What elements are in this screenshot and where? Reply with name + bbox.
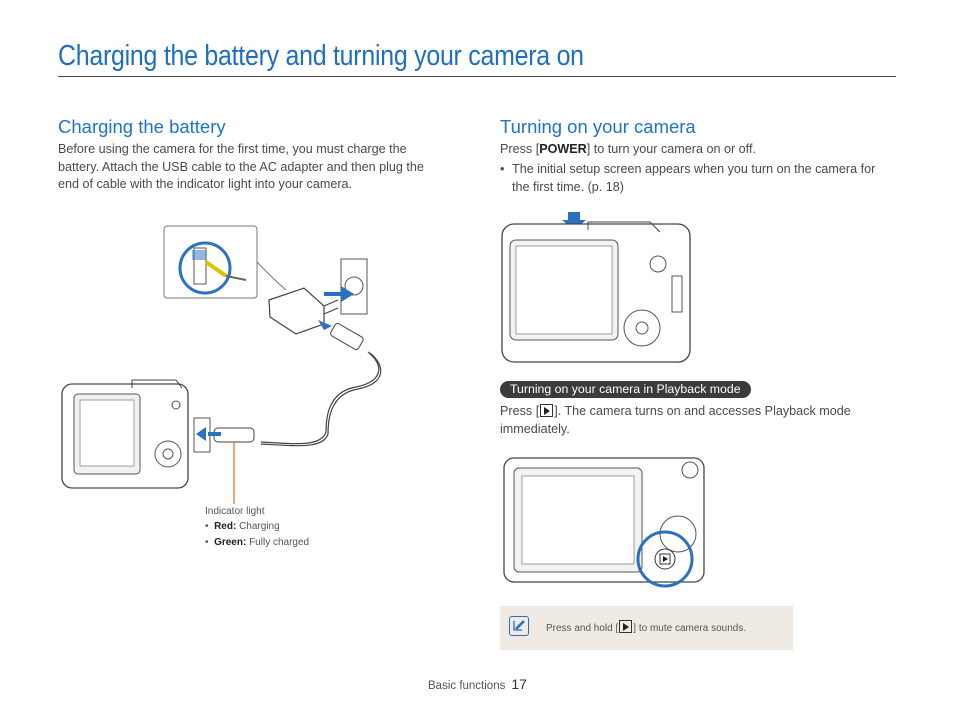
indicator-red-value: Charging xyxy=(239,521,280,532)
note-icon xyxy=(509,616,529,636)
playback-instruction: Press []. The camera turns on and access… xyxy=(500,404,851,436)
charging-heading: Charging the battery xyxy=(58,116,226,137)
indicator-label: Indicator light xyxy=(205,506,265,517)
charging-body: Before using the camera for the first ti… xyxy=(58,142,424,191)
note-text: Press and hold [] to mute camera sounds. xyxy=(546,620,746,634)
power-instruction: Press [POWER] to turn your camera on or … xyxy=(500,142,756,156)
note-playback-key-icon xyxy=(619,620,633,633)
title-divider xyxy=(58,76,896,77)
note-box: Press and hold [] to mute camera sounds. xyxy=(500,606,793,650)
indicator-green: • Green: Fully charged xyxy=(205,537,310,548)
playback-mode-pill: Turning on your camera in Playback mode xyxy=(500,381,751,398)
indicator-green-label: Green: xyxy=(214,537,247,548)
playback-key-icon xyxy=(540,404,554,417)
indicator-red: • Red: Charging xyxy=(205,521,280,532)
footer-section: Basic functions xyxy=(428,680,506,692)
camera-playback-illustration xyxy=(503,457,705,588)
page-number: 17 xyxy=(511,676,527,692)
camera-power-illustration xyxy=(501,212,691,363)
arrow-icon xyxy=(562,212,586,230)
page-title: Charging the battery and turning your ca… xyxy=(58,40,584,72)
turning-on-heading: Turning on your camera xyxy=(500,116,696,137)
indicator-green-value: Fully charged xyxy=(249,537,310,548)
power-key: POWER xyxy=(539,142,587,156)
page-footer: Basic functions 17 xyxy=(428,676,527,692)
charging-illustration xyxy=(61,225,382,504)
bullet-dot: • xyxy=(500,162,505,176)
setup-bullet: The initial setup screen appears when yo… xyxy=(512,162,876,194)
indicator-red-label: Red: xyxy=(214,521,237,532)
